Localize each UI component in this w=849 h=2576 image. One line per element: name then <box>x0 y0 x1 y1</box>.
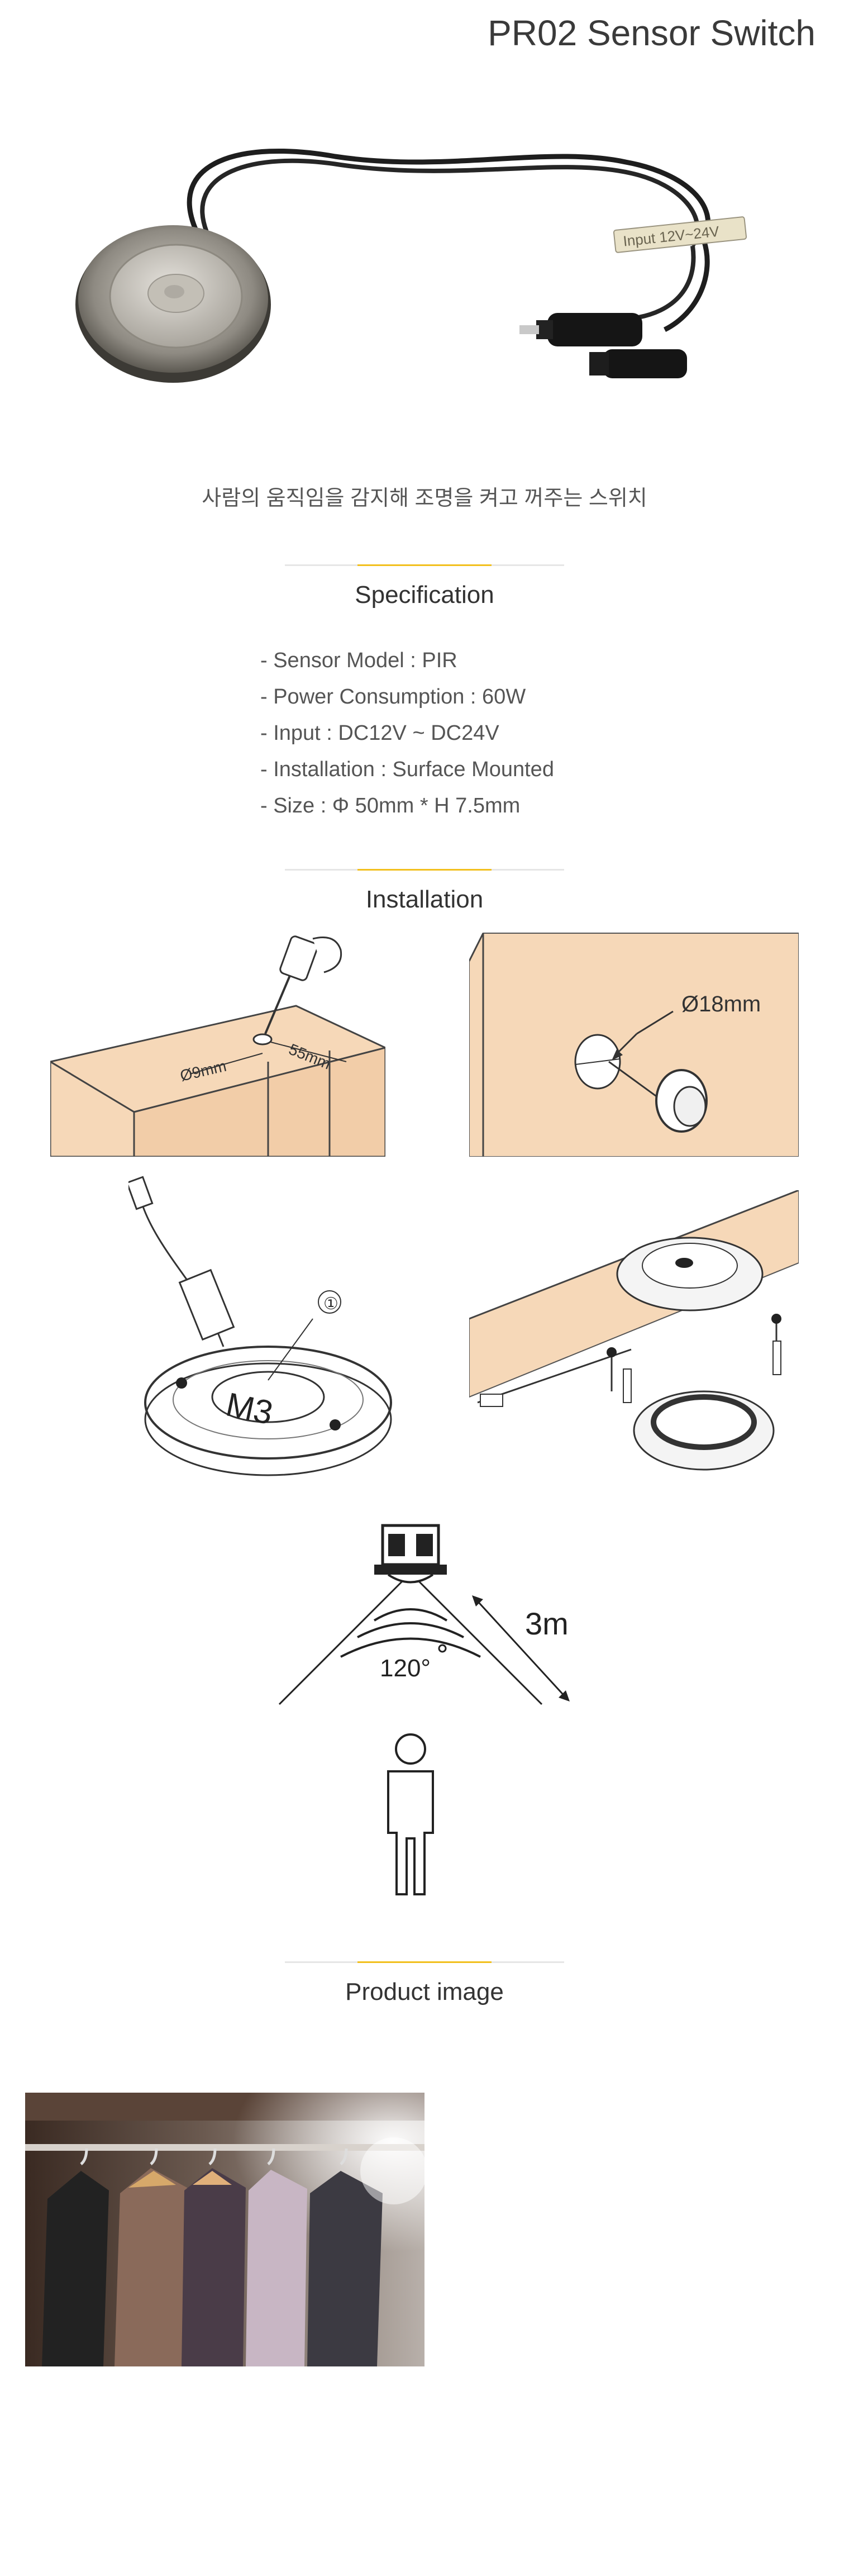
install-step-hole: Ø18mm <box>469 922 799 1157</box>
specification-list: - Sensor Model : PIR - Power Consumption… <box>260 643 554 824</box>
spec-item: - Power Consumption : 60W <box>260 685 526 709</box>
install-step-screw: ① M3 <box>128 1173 397 1486</box>
detection-diagram: 120° 3m <box>268 1509 603 1911</box>
install-step-mount <box>469 1190 799 1486</box>
spec-item: - Input : DC12V ~ DC24V <box>260 721 499 745</box>
drill-icon <box>264 935 342 1034</box>
spec-item: - Installation : Surface Mounted <box>260 758 554 781</box>
section-divider <box>285 869 564 871</box>
screw-icon <box>607 1314 781 1403</box>
product-image-heading: Product image <box>345 1978 504 2005</box>
person-icon <box>387 1733 434 1895</box>
spec-item: - Sensor Model : PIR <box>260 649 457 672</box>
sensor-head-icon <box>374 1524 447 1584</box>
divider-accent <box>357 1961 492 1963</box>
detection-angle-label: 120° <box>380 1655 431 1682</box>
voltage-tag: Input 12V~24V <box>613 216 747 253</box>
hole-size-label: Ø18mm <box>681 992 761 1016</box>
detection-range-label: 3m <box>525 1606 569 1641</box>
section-divider <box>285 564 564 566</box>
page-title: PR02 Sensor Switch <box>488 13 815 53</box>
section-divider <box>285 1961 564 1963</box>
product-photo <box>25 2093 425 2366</box>
sensor-plug-icon <box>655 1069 708 1133</box>
dc-connector-icon <box>519 313 687 378</box>
product-tagline: 사람의 움직임을 감지해 조명을 켜고 꺼주는 스위치 <box>202 487 647 510</box>
hanger-icon <box>80 2148 348 2165</box>
spec-item: - Size : Φ 50mm * H 7.5mm <box>260 794 521 818</box>
divider-accent <box>357 564 492 566</box>
install-step-drill: Ø9mm 55mm <box>50 928 385 1157</box>
divider-accent <box>357 869 492 871</box>
sensor-disc-icon <box>75 225 271 383</box>
screw-callout: ① <box>323 1295 338 1313</box>
hero-product-image: Input 12V~24V <box>56 129 782 441</box>
specification-heading: Specification <box>355 581 494 609</box>
installation-heading: Installation <box>365 886 484 913</box>
